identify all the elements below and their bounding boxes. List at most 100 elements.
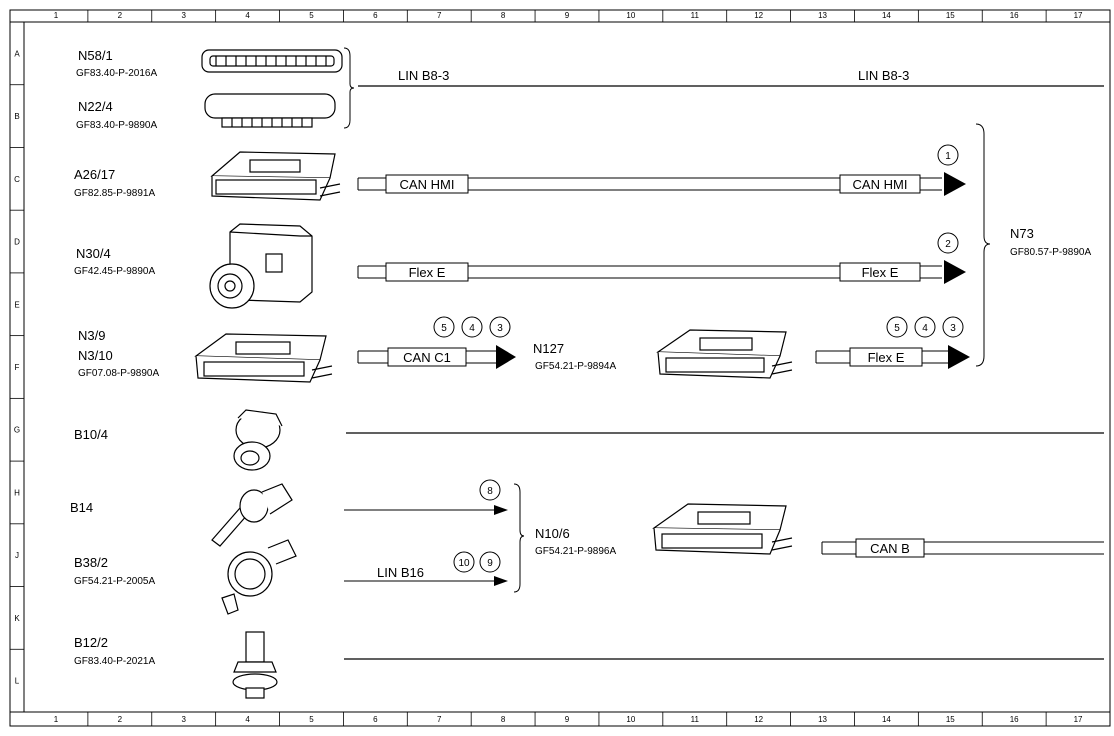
column-number-top: 7	[437, 11, 442, 20]
comp-doc-a26-17: GF82.85-P-9891A	[74, 188, 155, 199]
column-number-bottom: 1	[54, 715, 59, 724]
column-number-bottom: 13	[818, 715, 827, 724]
column-number-top: 17	[1074, 11, 1083, 20]
column-number-top: 10	[626, 11, 635, 20]
flex-e-line	[357, 262, 942, 282]
row-letter: A	[14, 49, 20, 58]
row-letter: E	[14, 300, 19, 309]
label-can-hmi-right: CAN HMI	[853, 177, 908, 192]
column-number-top: 2	[118, 11, 123, 20]
callout-4b: 4	[922, 323, 928, 334]
column-number-bottom: 2	[118, 715, 123, 724]
label-can-b: CAN B	[870, 541, 910, 556]
comp-id-n30-4: N30/4	[76, 246, 111, 261]
column-number-bottom: 7	[437, 715, 442, 724]
column-number-bottom: 11	[691, 715, 700, 724]
comp-doc-b12-2: GF83.40-P-2021A	[74, 656, 155, 667]
lin-b16-arrowhead	[494, 576, 508, 586]
label-can-c1: CAN C1	[403, 350, 451, 365]
row-letter: F	[15, 363, 20, 372]
label-lin-b16: LIN B16	[377, 565, 424, 580]
b12-2-switch-illustration	[232, 631, 278, 699]
column-number-top: 3	[181, 11, 186, 20]
callout-5a: 5	[441, 323, 447, 334]
callout-3a: 3	[497, 323, 503, 334]
can-c1-line	[357, 347, 496, 367]
callout-circle-1	[937, 144, 959, 166]
brace-n73	[975, 123, 991, 367]
b10-4-sensor-illustration	[233, 409, 283, 471]
comp-id-b10-4: B10/4	[74, 427, 108, 442]
label-flex-e-right: Flex E	[862, 265, 899, 280]
column-number-bottom: 15	[946, 715, 955, 724]
column-number-top: 6	[373, 11, 378, 20]
label-flex-e-n127: Flex E	[868, 350, 905, 365]
flex-e-n127-arrowhead	[948, 345, 970, 369]
column-number-bottom: 17	[1074, 715, 1083, 724]
n22-4-module-illustration	[204, 93, 336, 128]
n3-9-control-unit-illustration	[194, 333, 333, 383]
target-id-n10-6: N10/6	[535, 526, 570, 541]
label-lin-b8-3-right: LIN B8-3	[858, 68, 909, 83]
row-letter: H	[14, 488, 20, 497]
callout-5b: 5	[894, 323, 900, 334]
comp-doc-b38-2: GF54.21-P-2005A	[74, 576, 155, 587]
target-doc-n127: GF54.21-P-9894A	[535, 361, 616, 372]
row-letter: G	[14, 426, 20, 435]
n127-control-unit-illustration	[656, 329, 793, 379]
column-number-bottom: 4	[245, 715, 250, 724]
flex-e-arrowhead	[944, 260, 966, 284]
brace-n10-6	[513, 483, 525, 593]
column-number-bottom: 8	[501, 715, 506, 724]
callout-9: 9	[487, 558, 493, 569]
column-number-bottom: 10	[626, 715, 635, 724]
a26-17-control-unit-illustration	[210, 151, 341, 201]
label-lin-b8-3-left: LIN B8-3	[398, 68, 449, 83]
comp-id-n22-4: N22/4	[78, 99, 113, 114]
b14-arrowhead	[494, 505, 508, 515]
callout-3b: 3	[950, 323, 956, 334]
row-letter: C	[14, 175, 20, 184]
column-ticks: 1122334455667788991010111112121313141415…	[54, 10, 1111, 726]
callout-8: 8	[487, 486, 493, 497]
callout-circle-8	[479, 479, 501, 501]
callout-4a: 4	[469, 323, 475, 334]
row-letter: L	[15, 677, 20, 686]
comp-id-b38-2: B38/2	[74, 555, 108, 570]
comp-doc-n3-9: GF07.08-P-9890A	[78, 368, 159, 379]
column-number-bottom: 3	[181, 715, 186, 724]
target-id-n73: N73	[1010, 226, 1034, 241]
column-number-top: 4	[245, 11, 250, 20]
callout-circle-4b	[914, 316, 936, 338]
column-number-top: 15	[946, 11, 955, 20]
row-letter: B	[14, 112, 19, 121]
column-number-bottom: 9	[565, 715, 570, 724]
row-letter: D	[14, 238, 20, 247]
can-c1-arrowhead	[496, 345, 516, 369]
callout-circle-5a	[433, 316, 455, 338]
target-doc-n73: GF80.57-P-9890A	[1010, 247, 1091, 258]
label-flex-e-left: Flex E	[409, 265, 446, 280]
callout-2: 2	[945, 239, 951, 250]
column-number-top: 16	[1010, 11, 1019, 20]
column-number-bottom: 14	[882, 715, 891, 724]
row-letter: J	[15, 551, 19, 560]
flex-e-n127-line	[815, 347, 948, 367]
callout-circle-2	[937, 232, 959, 254]
label-can-hmi-left: CAN HMI	[400, 177, 455, 192]
column-number-top: 9	[565, 11, 570, 20]
callout-1: 1	[945, 151, 951, 162]
comp-doc-n22-4: GF83.40-P-9890A	[76, 120, 157, 131]
can-hmi-arrowhead	[944, 172, 966, 196]
row-letter: K	[14, 614, 20, 623]
b38-2-sensor-illustration	[221, 539, 297, 615]
n30-4-hydraulic-unit-illustration	[209, 223, 313, 309]
comp-id-n3-9: N3/9	[78, 328, 105, 343]
column-number-top: 11	[691, 11, 700, 20]
callout-circle-5b	[886, 316, 908, 338]
target-id-n127: N127	[533, 341, 564, 356]
can-b-line	[821, 538, 1104, 558]
comp-id-n58-1: N58/1	[78, 48, 113, 63]
b14-temperature-sensor-illustration	[211, 483, 293, 547]
